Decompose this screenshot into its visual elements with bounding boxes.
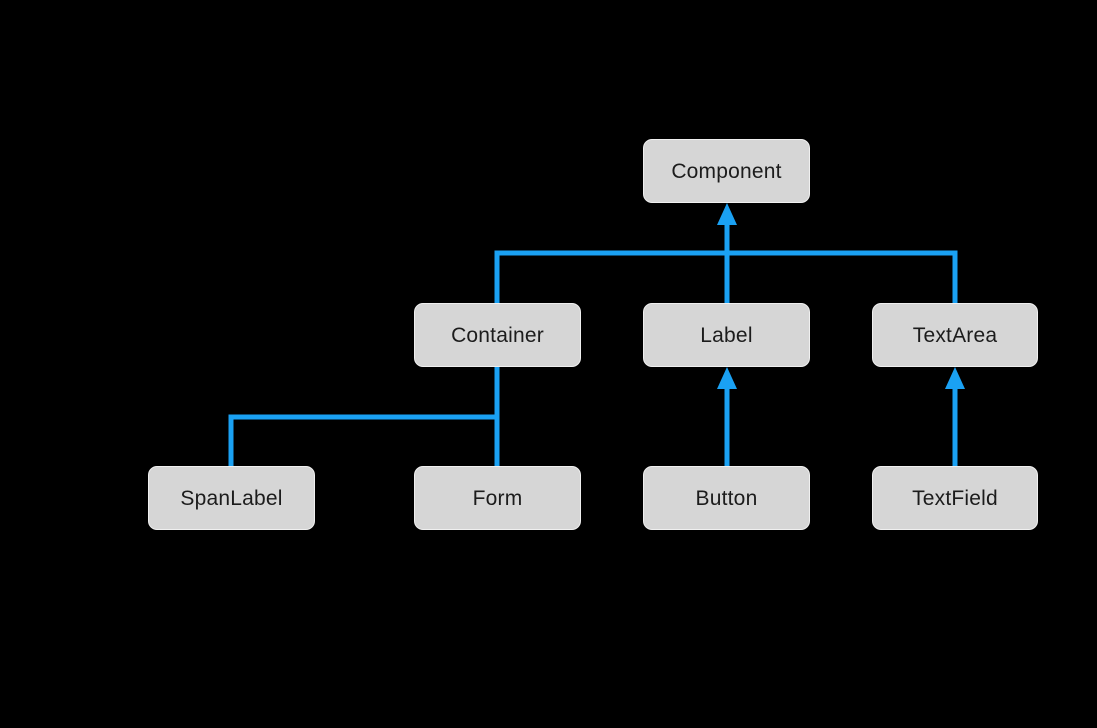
node-spanlabel: SpanLabel: [148, 466, 315, 530]
node-spanlabel-label: SpanLabel: [180, 486, 283, 510]
node-label: Label: [643, 303, 810, 367]
arrowhead-label: [717, 367, 737, 389]
node-label-label: Label: [700, 323, 753, 347]
node-form: Form: [414, 466, 581, 530]
arrowhead-textarea: [945, 367, 965, 389]
node-container: Container: [414, 303, 581, 367]
node-container-label: Container: [451, 323, 544, 347]
node-button: Button: [643, 466, 810, 530]
node-component-label: Component: [671, 159, 782, 183]
node-component: Component: [643, 139, 810, 203]
node-textfield-label: TextField: [912, 486, 998, 510]
edge-container-spanlabel: [228, 414, 497, 468]
node-textfield: TextField: [872, 466, 1038, 530]
node-textarea: TextArea: [872, 303, 1038, 367]
arrowhead-component: [717, 203, 737, 225]
node-button-label: Button: [695, 486, 758, 510]
node-form-label: Form: [472, 486, 523, 510]
node-textarea-label: TextArea: [912, 323, 998, 347]
